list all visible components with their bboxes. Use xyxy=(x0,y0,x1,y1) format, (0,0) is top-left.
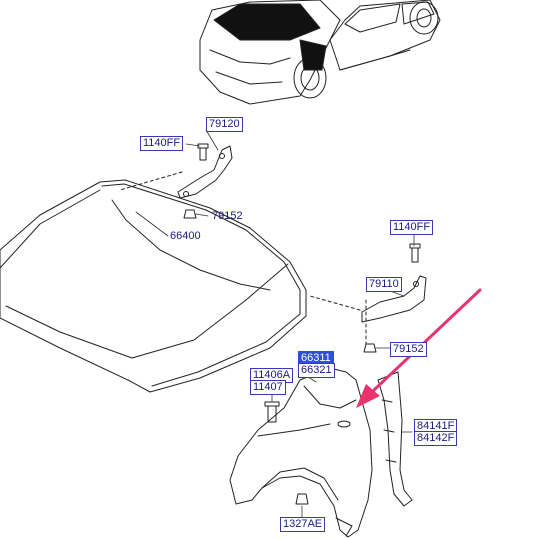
label-bolt-left[interactable]: 1140FF xyxy=(140,136,184,151)
label-bolt-fender-b[interactable]: 11407 xyxy=(250,380,286,395)
label-guard-lh[interactable]: 84141F xyxy=(414,419,458,434)
highlight-arrow xyxy=(356,288,482,408)
label-guard-rh[interactable]: 84142F xyxy=(414,431,458,446)
hood-hinge-right-illustration xyxy=(309,243,427,353)
label-bolt-right[interactable]: 1140FF xyxy=(390,220,434,235)
label-hinge-left[interactable]: 79120 xyxy=(206,117,243,132)
label-hood[interactable]: 66400 xyxy=(170,230,201,242)
label-nut-right[interactable]: 79152 xyxy=(390,342,427,357)
leader-lines xyxy=(135,129,415,519)
hood-illustration xyxy=(0,179,307,393)
label-hinge-right[interactable]: 79110 xyxy=(366,277,402,292)
label-nut-left[interactable]: 79152 xyxy=(212,210,243,222)
label-fender-rh[interactable]: 66321 xyxy=(298,363,335,378)
label-fender-lh[interactable]: 66311 xyxy=(298,351,334,366)
fender-illustration xyxy=(229,367,373,538)
vehicle-illustration xyxy=(199,0,441,105)
hood-hinge-left-illustration xyxy=(119,143,233,219)
label-clip[interactable]: 1327AE xyxy=(280,517,326,532)
splash-guard-illustration xyxy=(377,371,413,507)
